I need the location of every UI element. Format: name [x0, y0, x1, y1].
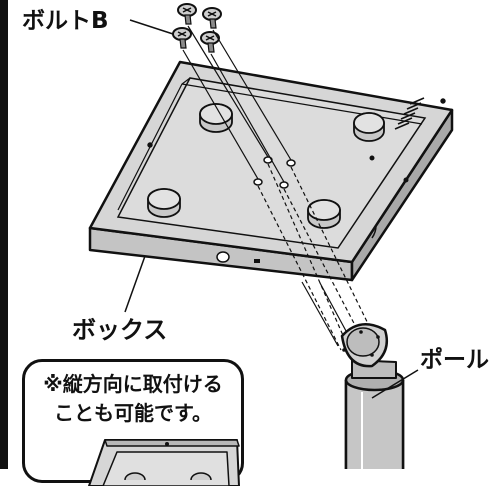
pole-label: ポール — [420, 347, 489, 373]
frame-left-bar — [0, 0, 8, 469]
vertical-box-thumbnail — [88, 439, 240, 486]
box-foot — [147, 188, 181, 218]
note-line-2: ことも可能です。 — [54, 401, 212, 425]
box-foot — [307, 199, 341, 229]
box-label: ボックス — [72, 316, 168, 344]
bolt — [172, 27, 192, 49]
bolt — [200, 31, 220, 53]
box-inner-panel — [116, 77, 427, 249]
box-foot — [353, 112, 385, 142]
bolt — [177, 3, 197, 25]
pole-leader-line — [371, 369, 419, 399]
box-leader-line — [124, 255, 146, 313]
vent-grille — [394, 97, 425, 130]
assembly-illustration — [0, 0, 454, 469]
bolt — [202, 7, 222, 29]
box-foot — [199, 103, 233, 133]
note-line-1: ※縦方向に取付ける — [43, 372, 223, 396]
bolt-guide-line — [182, 25, 292, 183]
box-details — [116, 77, 446, 263]
front-connector — [216, 251, 230, 263]
bolt-b-label: ボルトB — [22, 8, 109, 34]
vertical-mount-note: ※縦方向に取付ける ことも可能です。 — [22, 359, 244, 486]
pole — [340, 323, 405, 469]
bolt-leader-line — [129, 19, 174, 35]
